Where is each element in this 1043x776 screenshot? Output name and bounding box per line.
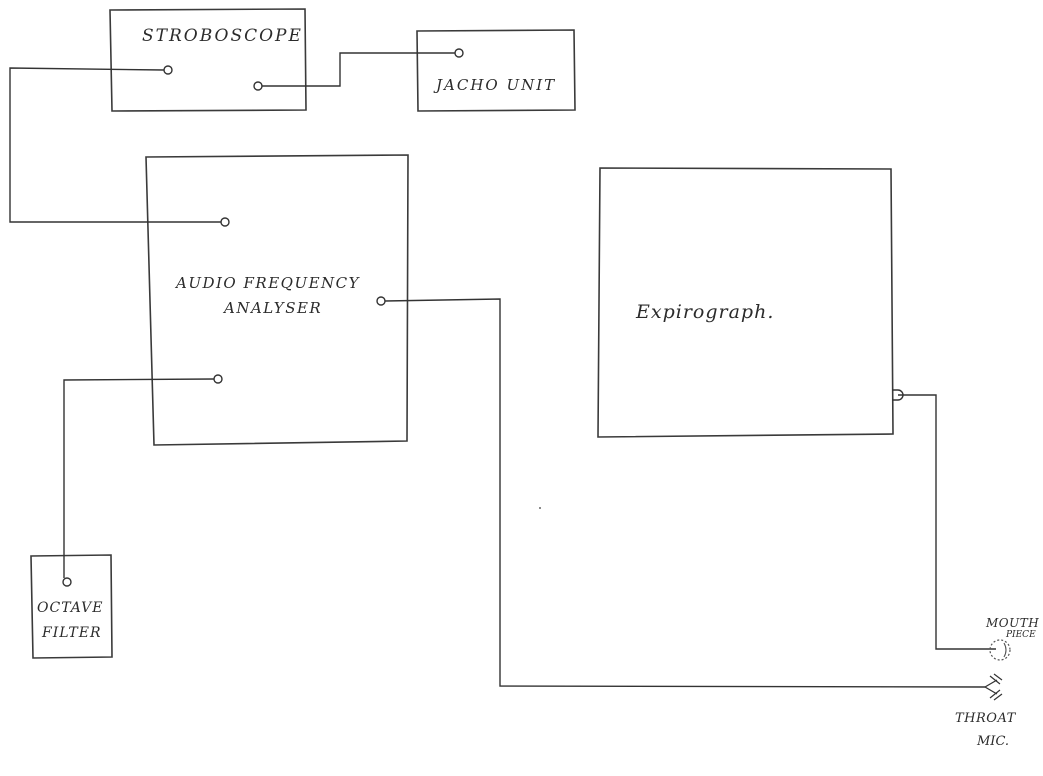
octave-filter-block: OCTAVE FILTER <box>30 554 113 659</box>
tacho-unit-block: JACHO UNIT <box>416 29 576 112</box>
stroboscope-output-port <box>253 81 263 91</box>
tacho-unit-port <box>454 48 464 58</box>
expirograph-block: Expirograph. <box>597 167 904 438</box>
afa-label-line2: ANALYSER <box>222 299 322 317</box>
throat-mic: THROAT MIC. <box>955 673 1017 749</box>
afa-strobe-port <box>220 217 230 227</box>
wire-stroboscope-to-analyser <box>9 67 221 223</box>
octave-filter-port <box>62 577 72 587</box>
tacho-unit-label: JACHO UNIT <box>433 76 556 94</box>
expirograph-label: Expirograph. <box>635 301 774 323</box>
throat-mic-label-line2: MIC. <box>976 734 1009 749</box>
octave-label-line1: OCTAVE <box>37 600 104 616</box>
stray-mark <box>539 507 541 509</box>
stroboscope-block: STROBOSCOPE <box>109 8 307 112</box>
stroboscope-label: STROBOSCOPE <box>142 26 303 46</box>
wire-analyser-to-octave-filter <box>63 378 215 578</box>
wire-stroboscope-to-tacho <box>262 52 455 87</box>
throat-mic-icon <box>984 673 1003 701</box>
afa-label-line1: AUDIO FREQUENCY <box>174 274 361 292</box>
afa-filter-port <box>213 374 223 384</box>
afa-mic-port <box>376 296 386 306</box>
stroboscope-input-port <box>163 65 173 75</box>
wire-expirograph-to-mouth-piece <box>898 394 996 650</box>
octave-label-line2: FILTER <box>41 625 102 641</box>
mouth-piece: MOUTH PIECE <box>985 616 1039 661</box>
wire-analyser-to-throat-mic <box>384 298 986 688</box>
throat-mic-label-line1: THROAT <box>955 711 1017 726</box>
mouth-piece-label-line1: MOUTH <box>985 616 1039 630</box>
audio-frequency-analyser-block: AUDIO FREQUENCY ANALYSER <box>145 154 409 446</box>
mouth-piece-icon <box>989 639 1011 661</box>
mouth-piece-label-line2: PIECE <box>1005 630 1036 640</box>
